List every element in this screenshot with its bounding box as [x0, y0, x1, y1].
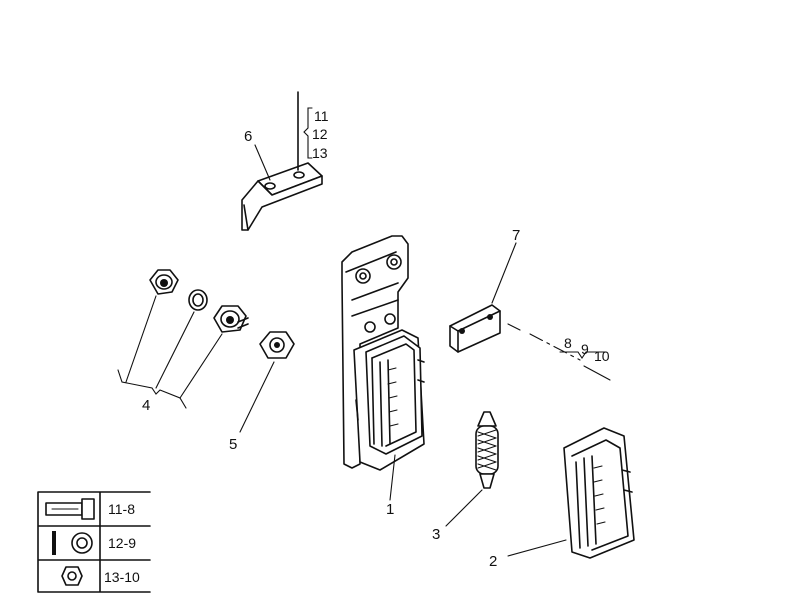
brace-11-12-13	[303, 107, 313, 159]
callout-9: 9	[581, 341, 589, 357]
callout-4: 4	[142, 397, 150, 414]
callout-13: 13	[312, 145, 328, 161]
legend-ref-nut: 13-10	[104, 569, 140, 585]
fastener-legend-table: 11-8 12-9 13-10	[37, 491, 151, 593]
callout-7: 7	[512, 227, 520, 244]
washer-icon	[52, 531, 93, 555]
callout-6: 6	[244, 128, 252, 145]
legend-ref-bolt: 11-8	[108, 501, 135, 517]
part-5-hex-nut	[239, 331, 295, 433]
part-1-lamp-assembly	[341, 235, 425, 501]
callout-11: 11	[314, 108, 329, 124]
brace-4	[117, 369, 187, 409]
part-2-lamp-lens	[507, 427, 635, 559]
brace-8-9-10	[559, 351, 607, 359]
part-4-washer	[155, 289, 208, 389]
callout-3: 3	[432, 526, 440, 543]
part-4-union-fitting	[179, 305, 249, 399]
part-7-flat-plate	[449, 242, 611, 381]
part-3-festoon-bulb	[445, 411, 499, 527]
callout-8: 8	[564, 335, 572, 351]
callout-1: 1	[386, 501, 394, 518]
legend-ref-washer: 12-9	[108, 535, 136, 551]
bolt-icon	[45, 498, 95, 520]
nut-icon	[61, 566, 83, 586]
callout-5: 5	[229, 436, 237, 453]
part-4-nut	[125, 269, 179, 383]
callout-12: 12	[312, 126, 328, 142]
callout-10: 10	[594, 348, 610, 364]
part-6-angle-bracket	[241, 91, 323, 231]
callout-2: 2	[489, 553, 497, 570]
